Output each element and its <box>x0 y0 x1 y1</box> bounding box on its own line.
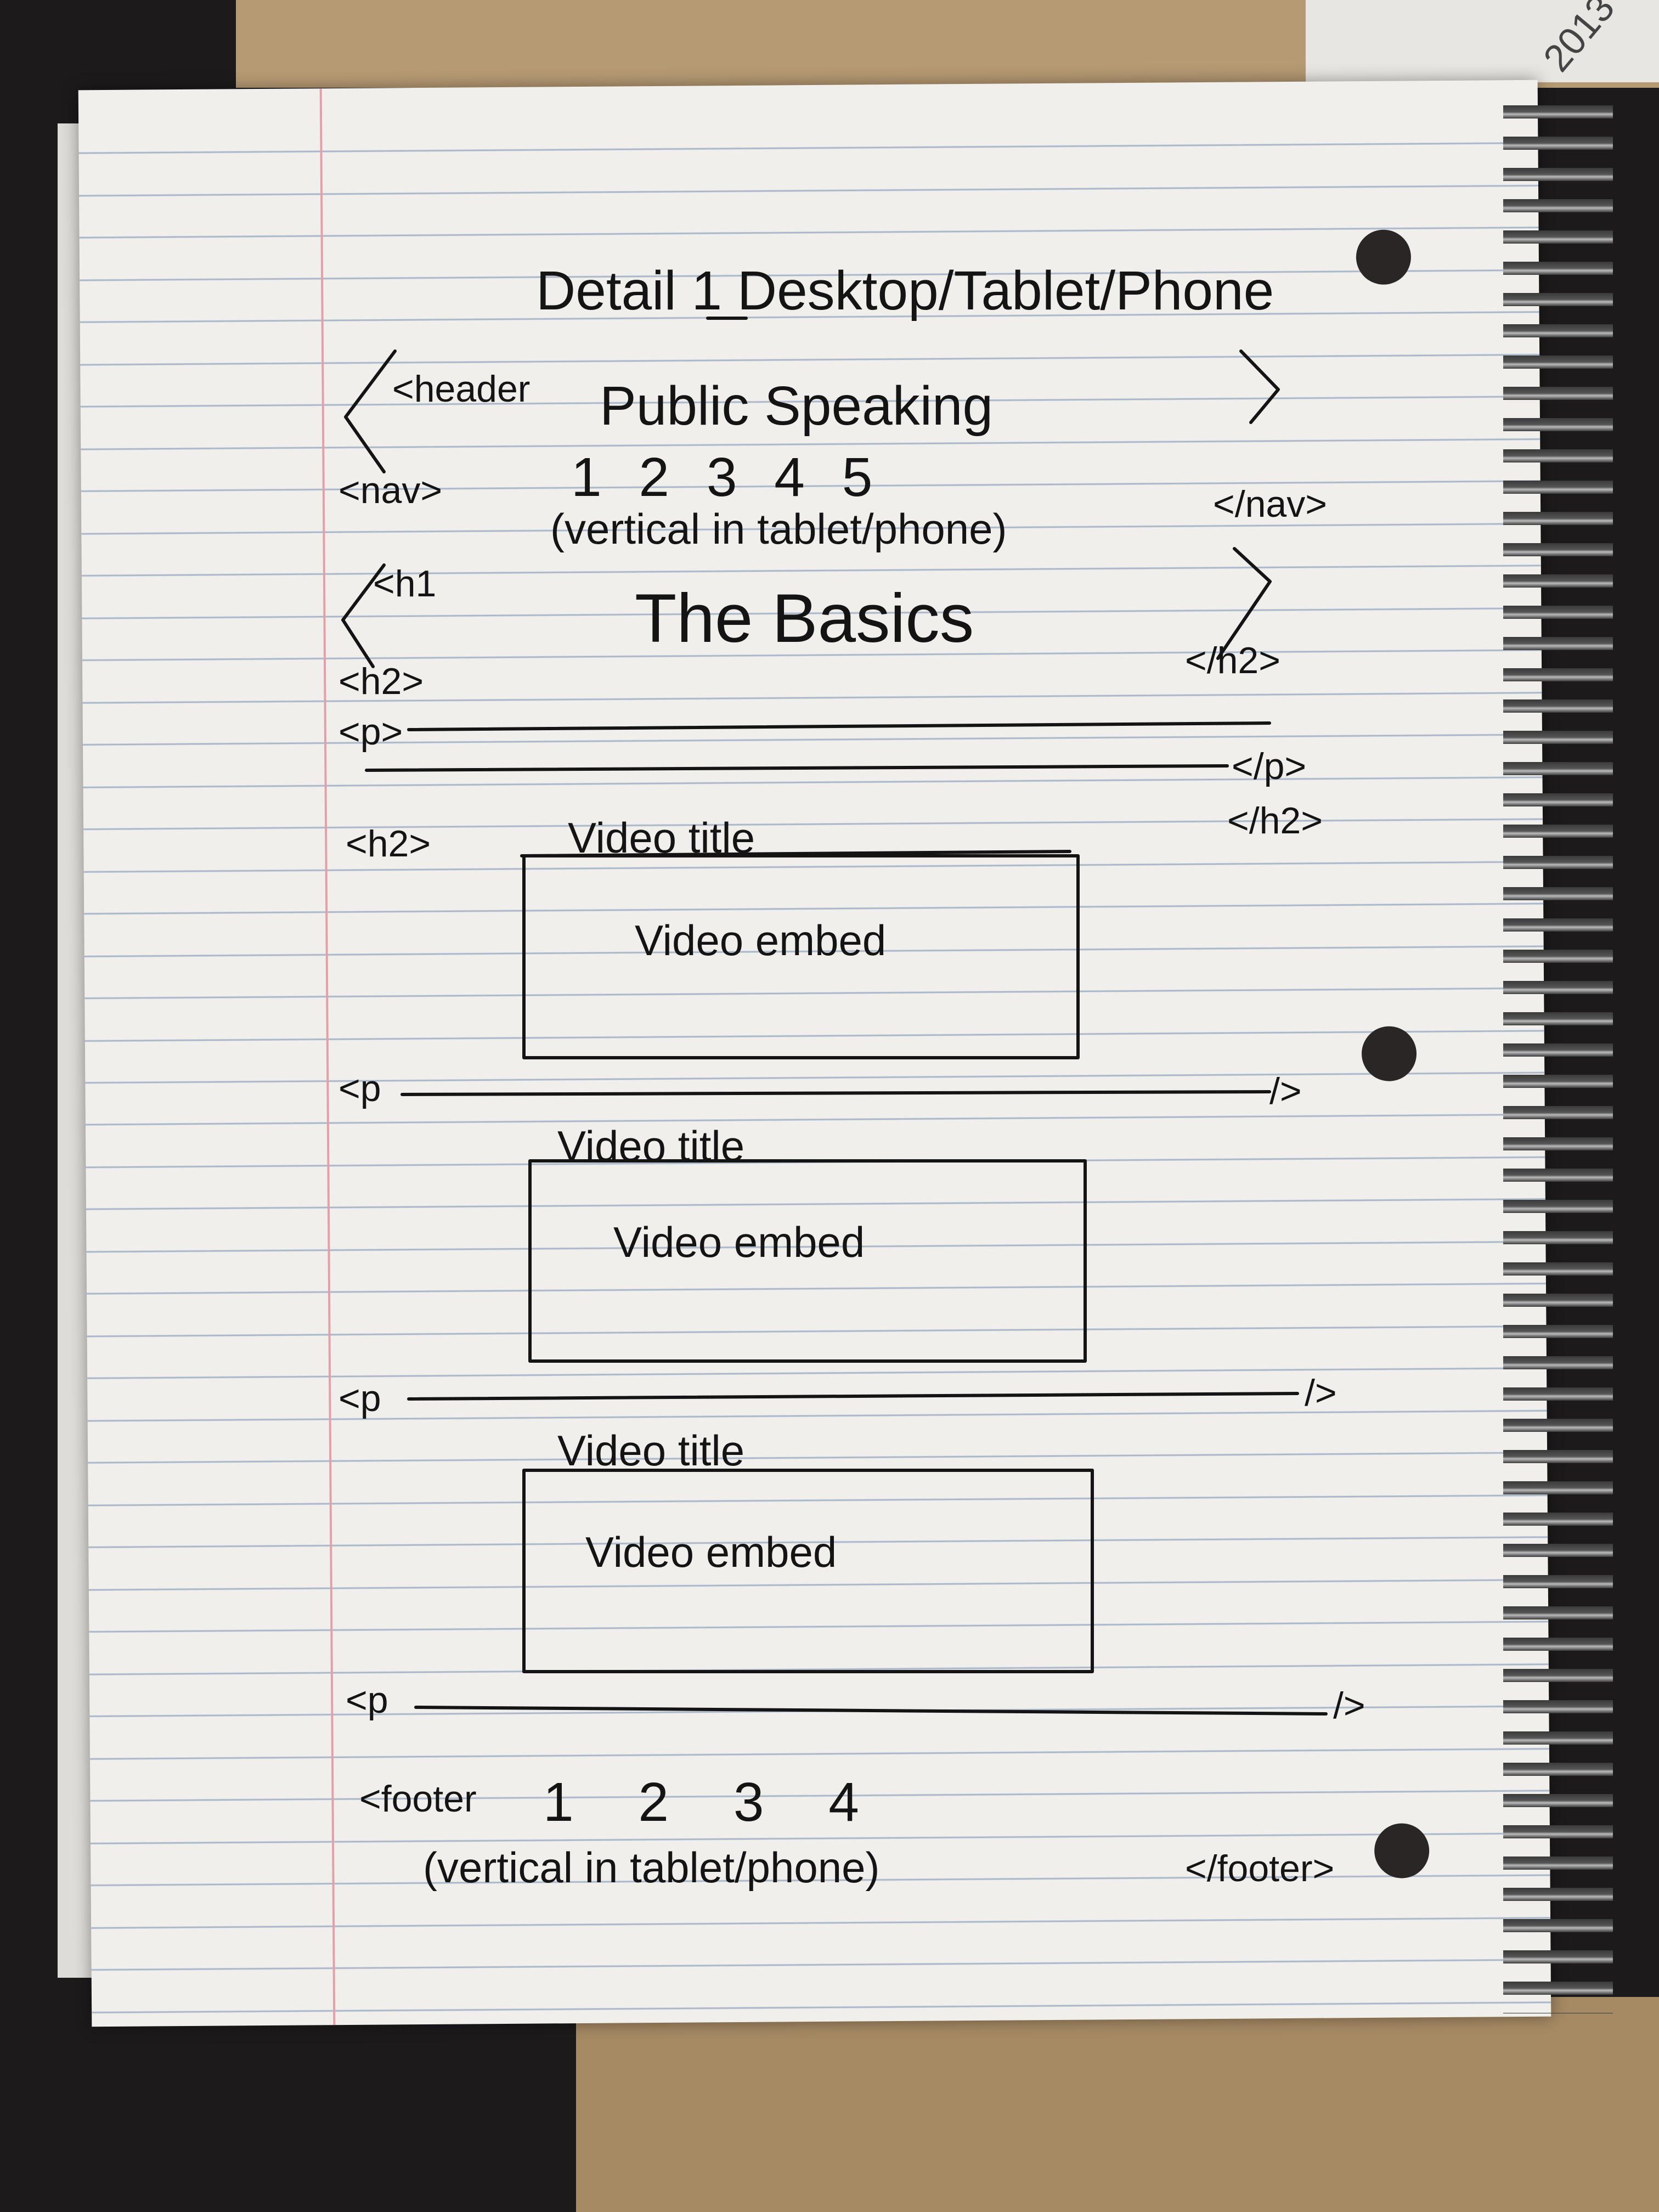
nav-close-tag: </nav> <box>1213 483 1327 525</box>
footer-item-3[interactable]: 3 <box>733 1771 764 1833</box>
video-title: Video title <box>557 1426 745 1475</box>
nav-note: (vertical in tablet/phone) <box>550 505 1007 553</box>
header-close-bracket <box>1239 349 1280 424</box>
nav-item-1[interactable]: 1 <box>571 447 602 508</box>
footer-note: (vertical in tablet/phone) <box>423 1843 880 1892</box>
nav-item-5[interactable]: 5 <box>842 447 873 508</box>
h1-open-bracket <box>341 563 386 668</box>
nav-item-4[interactable]: 4 <box>774 447 805 508</box>
spiral-binding <box>1503 93 1613 2013</box>
sketch-title: Detail 1 Desktop/Tablet/Phone <box>536 260 1274 321</box>
p-close-tag: /> <box>1269 1070 1302 1112</box>
footer-item-1[interactable]: 1 <box>543 1771 574 1833</box>
p-open-tag: <p <box>338 1378 381 1419</box>
site-title: Public Speaking <box>600 375 994 437</box>
video-embed-box <box>522 1469 1094 1673</box>
h2-open-tag: <h2> <box>338 661 424 702</box>
h1-open-tag: <h1 <box>373 563 437 605</box>
paragraph-line <box>414 1706 1328 1716</box>
p-open-tag: <p <box>338 1068 381 1109</box>
paragraph-line <box>407 1392 1299 1401</box>
nav-item-3[interactable]: 3 <box>706 447 737 508</box>
header-open-bracket <box>344 349 397 473</box>
footer-close-tag: </footer> <box>1185 1848 1335 1889</box>
header-open-tag: <header <box>392 368 531 410</box>
video-embed-box <box>522 854 1080 1059</box>
p-close-tag: </p> <box>1232 746 1307 787</box>
paragraph-line <box>365 764 1229 772</box>
background-paper <box>1306 0 1659 82</box>
video-embed-label: Video embed <box>585 1528 837 1576</box>
footer-items: 1 2 3 4 <box>543 1775 859 1830</box>
h1-close-bracket <box>1216 547 1272 660</box>
table-surface-bottom <box>576 1997 1659 2212</box>
page-heading: The Basics <box>635 580 974 657</box>
video-h2-open-tag: <h2> <box>346 823 431 865</box>
video-embed-label: Video embed <box>613 1218 865 1266</box>
footer-item-2[interactable]: 2 <box>638 1771 669 1833</box>
p-open-tag: <p> <box>338 711 403 753</box>
p-close-tag: /> <box>1305 1372 1337 1414</box>
paragraph-line <box>407 721 1271 731</box>
footer-open-tag: <footer <box>359 1778 477 1820</box>
h2-close-tag: </h2> <box>1185 640 1280 681</box>
p-close-tag: /> <box>1333 1685 1365 1726</box>
nav-items: 1 2 3 4 5 <box>571 450 872 505</box>
video-embed-box <box>528 1159 1087 1363</box>
nav-item-2[interactable]: 2 <box>639 447 670 508</box>
paragraph-line <box>400 1090 1271 1096</box>
p-open-tag: <p <box>346 1679 388 1721</box>
video-title: Video title <box>557 1122 745 1170</box>
video-title: Video title <box>568 814 755 862</box>
nav-open-tag: <nav> <box>338 470 443 511</box>
footer-item-4[interactable]: 4 <box>828 1771 859 1833</box>
video-embed-label: Video embed <box>635 916 887 964</box>
h2-close-tag: </h2> <box>1227 800 1323 842</box>
